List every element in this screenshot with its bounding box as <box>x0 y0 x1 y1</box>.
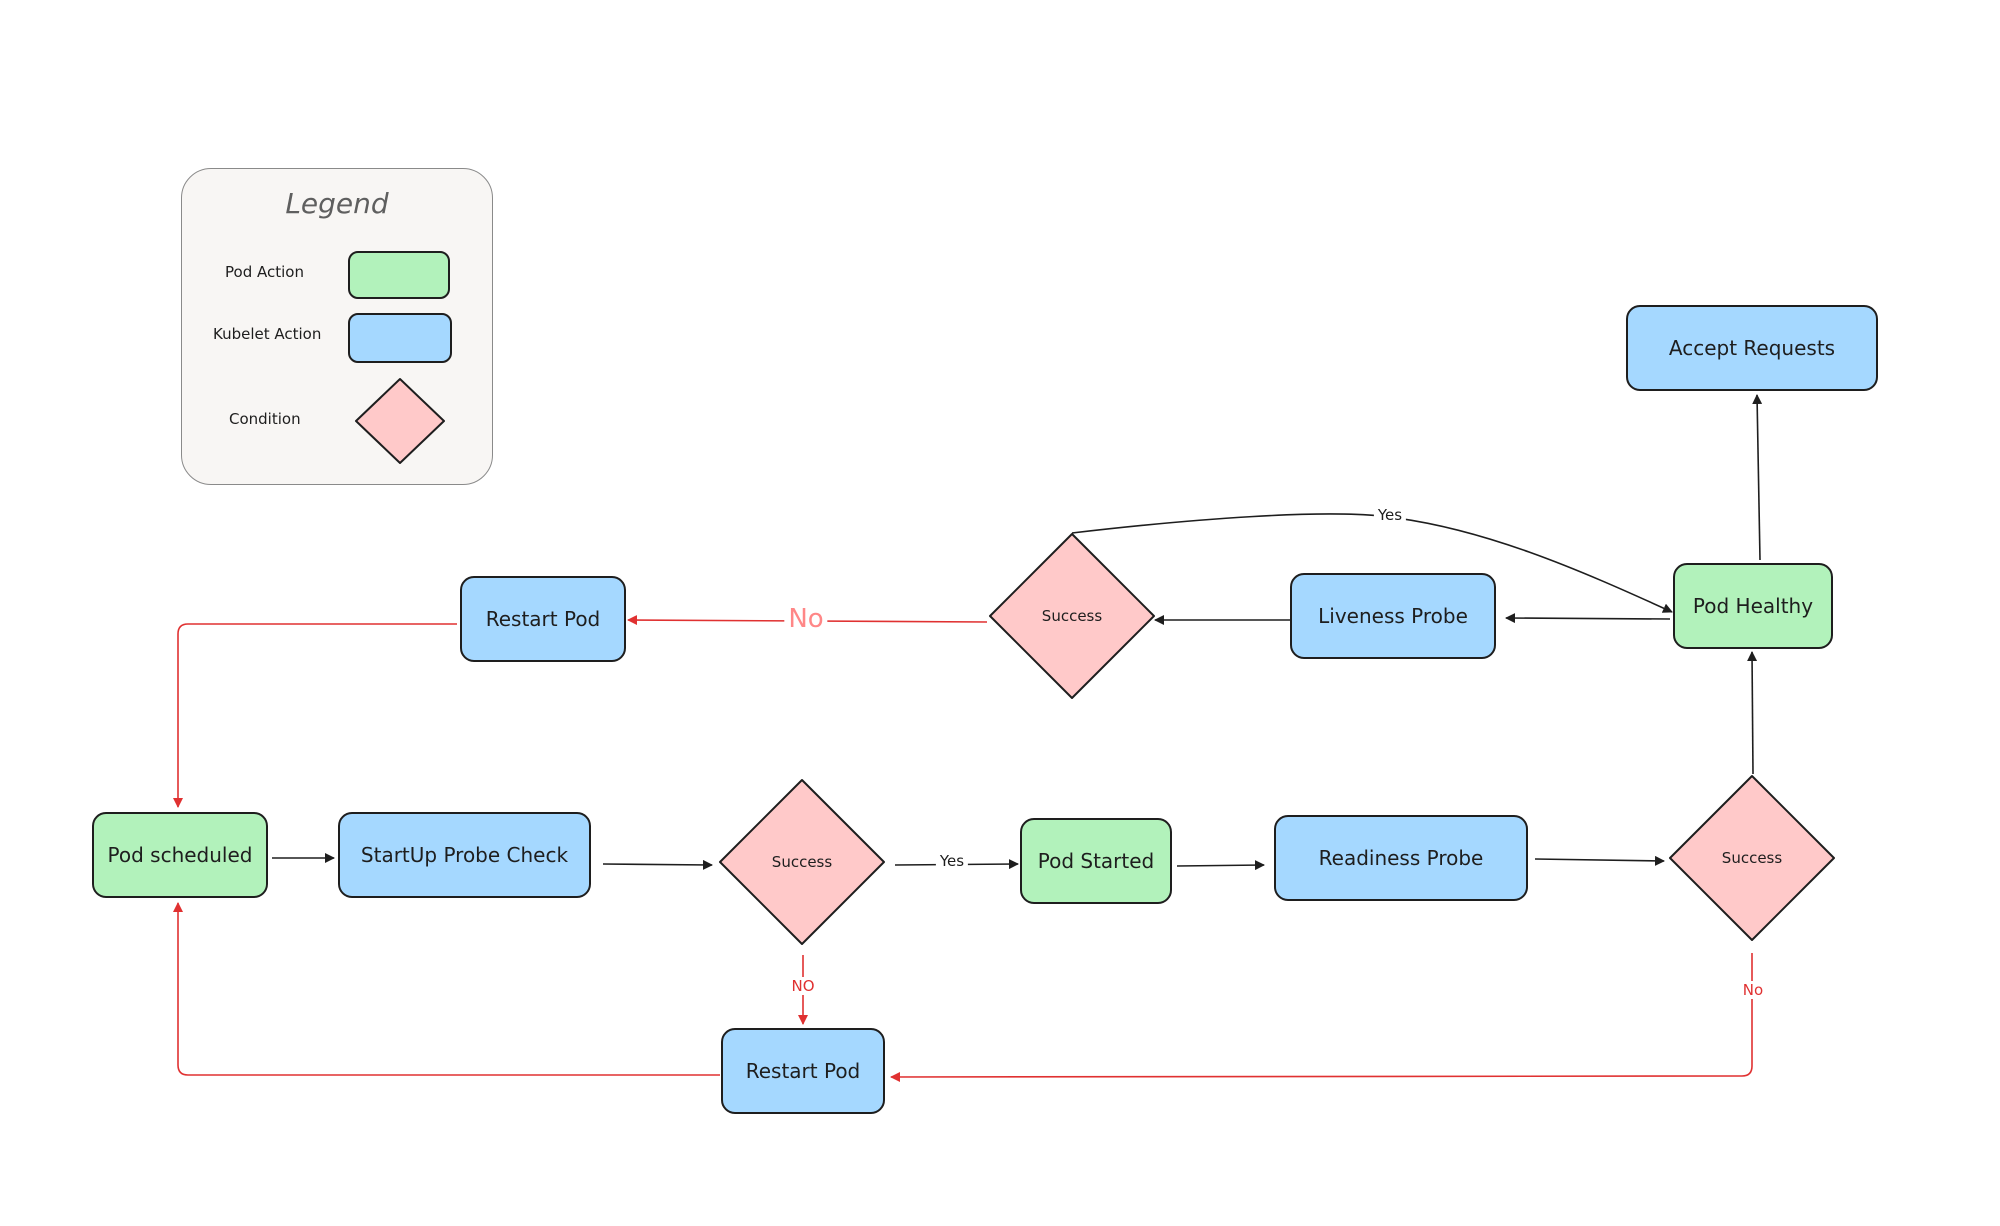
node-restart-pod-top: Restart Pod <box>460 576 626 662</box>
node-pod-started: Pod Started <box>1020 818 1172 904</box>
edge-label-startup-yes: Yes <box>935 852 969 870</box>
arrow-readiness-no-to-restart <box>890 953 1753 1082</box>
node-pod-healthy: Pod Healthy <box>1673 563 1833 649</box>
condition-diamond-readiness <box>1669 775 1835 941</box>
arrow-healthy-to-accept <box>1752 394 1763 561</box>
node-liveness-probe: Liveness Probe <box>1290 573 1496 659</box>
node-accept-requests: Accept Requests <box>1626 305 1878 391</box>
arrow-readiness-to-success <box>1534 855 1665 866</box>
arrow-startup-to-success <box>602 859 713 870</box>
legend-label-condition: Condition <box>229 410 301 428</box>
legend-swatch-condition <box>355 378 445 464</box>
condition-label-readiness: Success <box>1721 849 1783 867</box>
legend-swatch-kubelet-action <box>348 313 452 363</box>
node-pod-scheduled: Pod scheduled <box>92 812 268 898</box>
edge-label-liveness-no: No <box>784 604 828 634</box>
legend-label-kubelet-action: Kubelet Action <box>213 325 322 343</box>
edge-label-startup-no: NO <box>787 977 819 995</box>
node-startup-probe-check: StartUp Probe Check <box>338 812 591 898</box>
arrow-restart-to-scheduled <box>173 623 457 808</box>
node-restart-pod-bottom: Restart Pod <box>721 1028 885 1114</box>
condition-diamond-liveness <box>989 533 1155 699</box>
legend-panel: Legend Pod Action Kubelet Action Conditi… <box>181 168 493 485</box>
node-readiness-probe: Readiness Probe <box>1274 815 1528 901</box>
arrow-healthy-to-liveness <box>1505 613 1671 624</box>
legend-title: Legend <box>285 187 389 220</box>
condition-label-liveness: Success <box>1041 607 1103 625</box>
arrow-restart-bottom-to-scheduled <box>173 902 720 1076</box>
legend-swatch-pod-action <box>348 251 450 299</box>
condition-label-startup: Success <box>771 853 833 871</box>
arrow-started-to-readiness <box>1176 860 1265 871</box>
legend-label-pod-action: Pod Action <box>225 263 304 281</box>
edge-label-readiness-no: No <box>1738 981 1768 999</box>
condition-diamond-startup <box>719 779 885 945</box>
arrow-success-to-healthy <box>1747 651 1758 775</box>
edge-label-liveness-yes: Yes <box>1373 506 1407 524</box>
